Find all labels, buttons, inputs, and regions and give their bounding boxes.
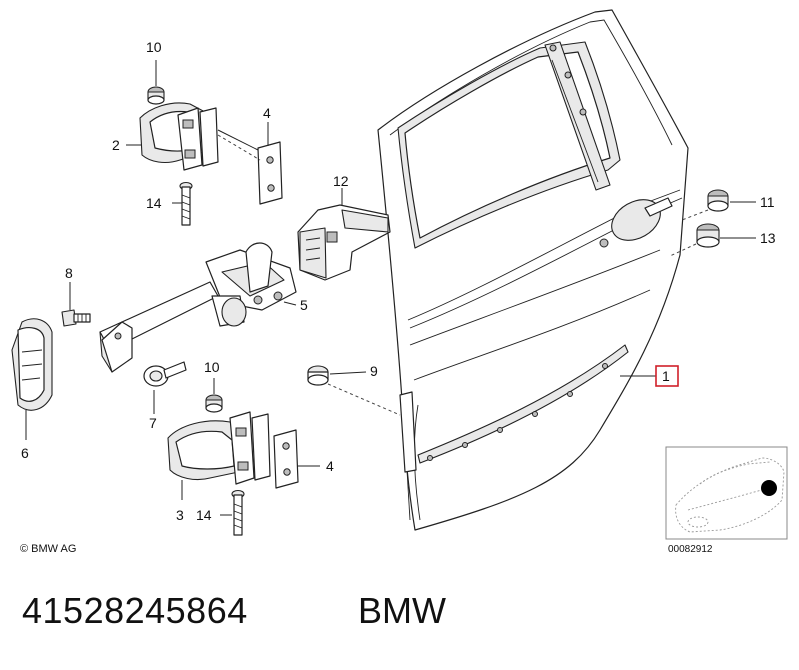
hinge-plate-upper	[257, 141, 283, 205]
grommet-11-part	[707, 189, 729, 212]
callout-2: 2	[112, 137, 120, 153]
callout-10-upper: 10	[146, 39, 162, 55]
rear-door-part	[377, 9, 689, 531]
part-number: 41528245864	[22, 590, 248, 631]
hinge-bolt-upper	[179, 181, 193, 226]
hinge-screw-part	[143, 361, 187, 387]
trim-clips	[427, 363, 608, 461]
callout-1: 1	[662, 368, 670, 384]
hinge-plate-lower	[273, 429, 299, 489]
callout-13: 13	[760, 230, 776, 246]
callout-4-lower: 4	[326, 458, 334, 474]
callouts: 1 2 3 4 4 5 6 7 8 9 10 10 11 12 13 14 14	[21, 39, 776, 523]
grommet-part	[307, 365, 329, 386]
callout-4-upper: 4	[263, 105, 271, 121]
door-bracket-part	[297, 204, 391, 281]
callout-10-lower: 10	[204, 359, 220, 375]
hinge-nut-lower	[205, 394, 223, 413]
callout-3: 3	[176, 507, 184, 523]
leader-lines	[25, 60, 756, 516]
image-number: 00082912	[668, 544, 713, 555]
callout-5: 5	[300, 297, 308, 313]
callout-12: 12	[333, 173, 349, 189]
upper-hinge-part	[139, 102, 219, 171]
lower-hinge-part	[167, 411, 271, 485]
door-check-part	[99, 242, 297, 373]
hinge-cover-part	[11, 318, 53, 411]
callout-1-highlight-box	[655, 365, 679, 387]
callout-14-upper: 14	[146, 195, 162, 211]
copyright-text: © BMW AG	[20, 543, 76, 555]
car-outline-icon	[675, 457, 785, 533]
hinge-nut-upper	[147, 86, 165, 105]
grommet-13-part	[696, 223, 720, 248]
callout-7: 7	[149, 415, 157, 431]
callout-8: 8	[65, 265, 73, 281]
brand-name: BMW	[358, 590, 446, 631]
callout-6: 6	[21, 445, 29, 461]
door-check-bolt	[61, 309, 91, 327]
locator-thumbnail	[665, 446, 788, 540]
hinge-bolt-lower	[231, 489, 245, 536]
callout-11: 11	[760, 194, 775, 210]
door-location-marker	[761, 480, 777, 496]
callout-9: 9	[370, 363, 378, 379]
callout-14-lower: 14	[196, 507, 212, 523]
